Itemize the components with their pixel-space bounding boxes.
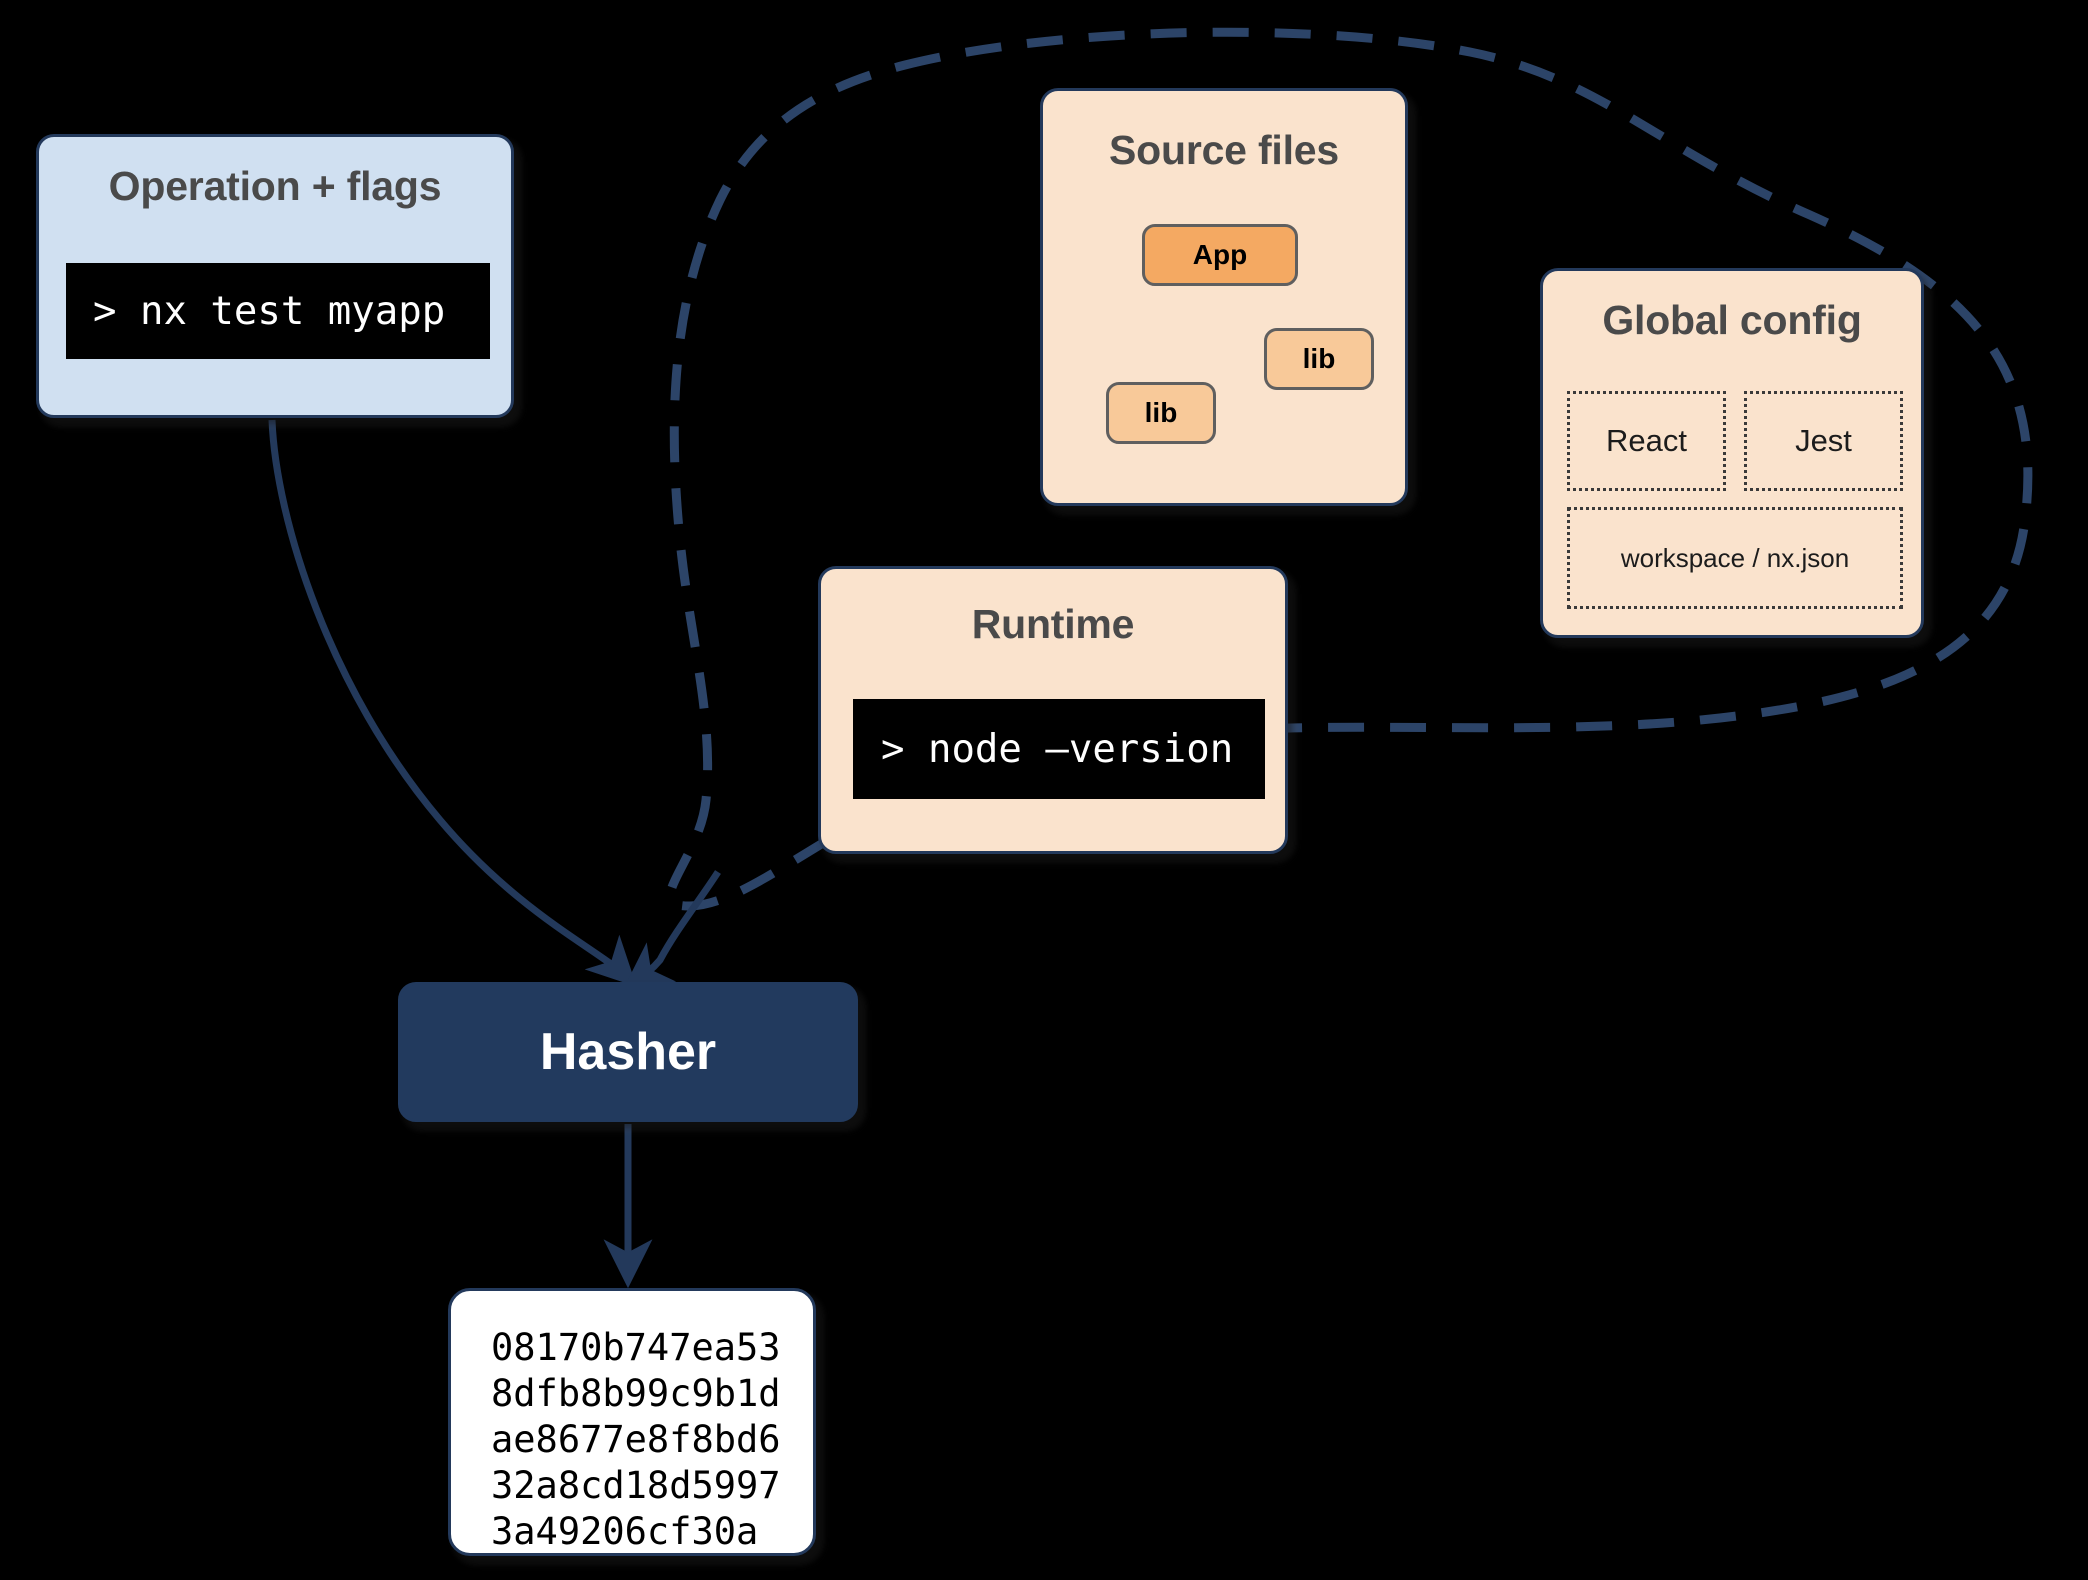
config-cell-workspace[interactable]: workspace / nx.json [1567,507,1903,609]
global-config-card[interactable]: Global config React Jest workspace / nx.… [1540,268,1924,638]
operation-flags-card[interactable]: Operation + flags > nx test myapp [36,134,514,418]
graph-node-lib-right[interactable]: lib [1264,328,1374,390]
runtime-command-terminal: > node –version [853,699,1265,799]
hasher-card[interactable]: Hasher [398,982,858,1122]
arrow-operation-to-hasher [268,419,637,987]
operation-command-text: > nx test myapp [93,288,446,334]
operation-command-terminal: > nx test myapp [66,263,490,359]
runtime-command-text: > node –version [881,726,1234,772]
arrow-inputs-to-hasher [622,870,721,992]
graph-node-lib-right-label: lib [1302,343,1336,374]
global-config-grid: React Jest workspace / nx.json [1567,391,1903,609]
graph-node-app-label: App [1192,239,1248,270]
global-config-row-top: React Jest [1567,391,1903,491]
config-cell-react[interactable]: React [1567,391,1726,491]
graph-node-app[interactable]: App [1142,224,1298,286]
source-files-card[interactable]: Source files [1040,88,1408,506]
source-files-title: Source files [1108,127,1340,173]
hasher-label: Hasher [539,1023,717,1081]
global-config-title: Global config [1602,297,1862,343]
runtime-title: Runtime [971,601,1135,647]
hash-output-text: 08170b747ea53 8dfb8b99c9b1d ae8677e8f8bd… [491,1326,781,1553]
hash-output-card[interactable]: 08170b747ea53 8dfb8b99c9b1d ae8677e8f8bd… [448,1288,816,1556]
config-cell-react-label: React [1606,423,1687,458]
graph-node-lib-left-label: lib [1144,397,1178,428]
operation-flags-title: Operation + flags [108,163,442,209]
config-cell-workspace-label: workspace / nx.json [1620,542,1850,573]
config-cell-jest[interactable]: Jest [1744,391,1903,491]
graph-node-lib-left[interactable]: lib [1106,382,1216,444]
runtime-card[interactable]: Runtime > node –version [818,566,1288,854]
config-cell-jest-label: Jest [1795,423,1852,458]
